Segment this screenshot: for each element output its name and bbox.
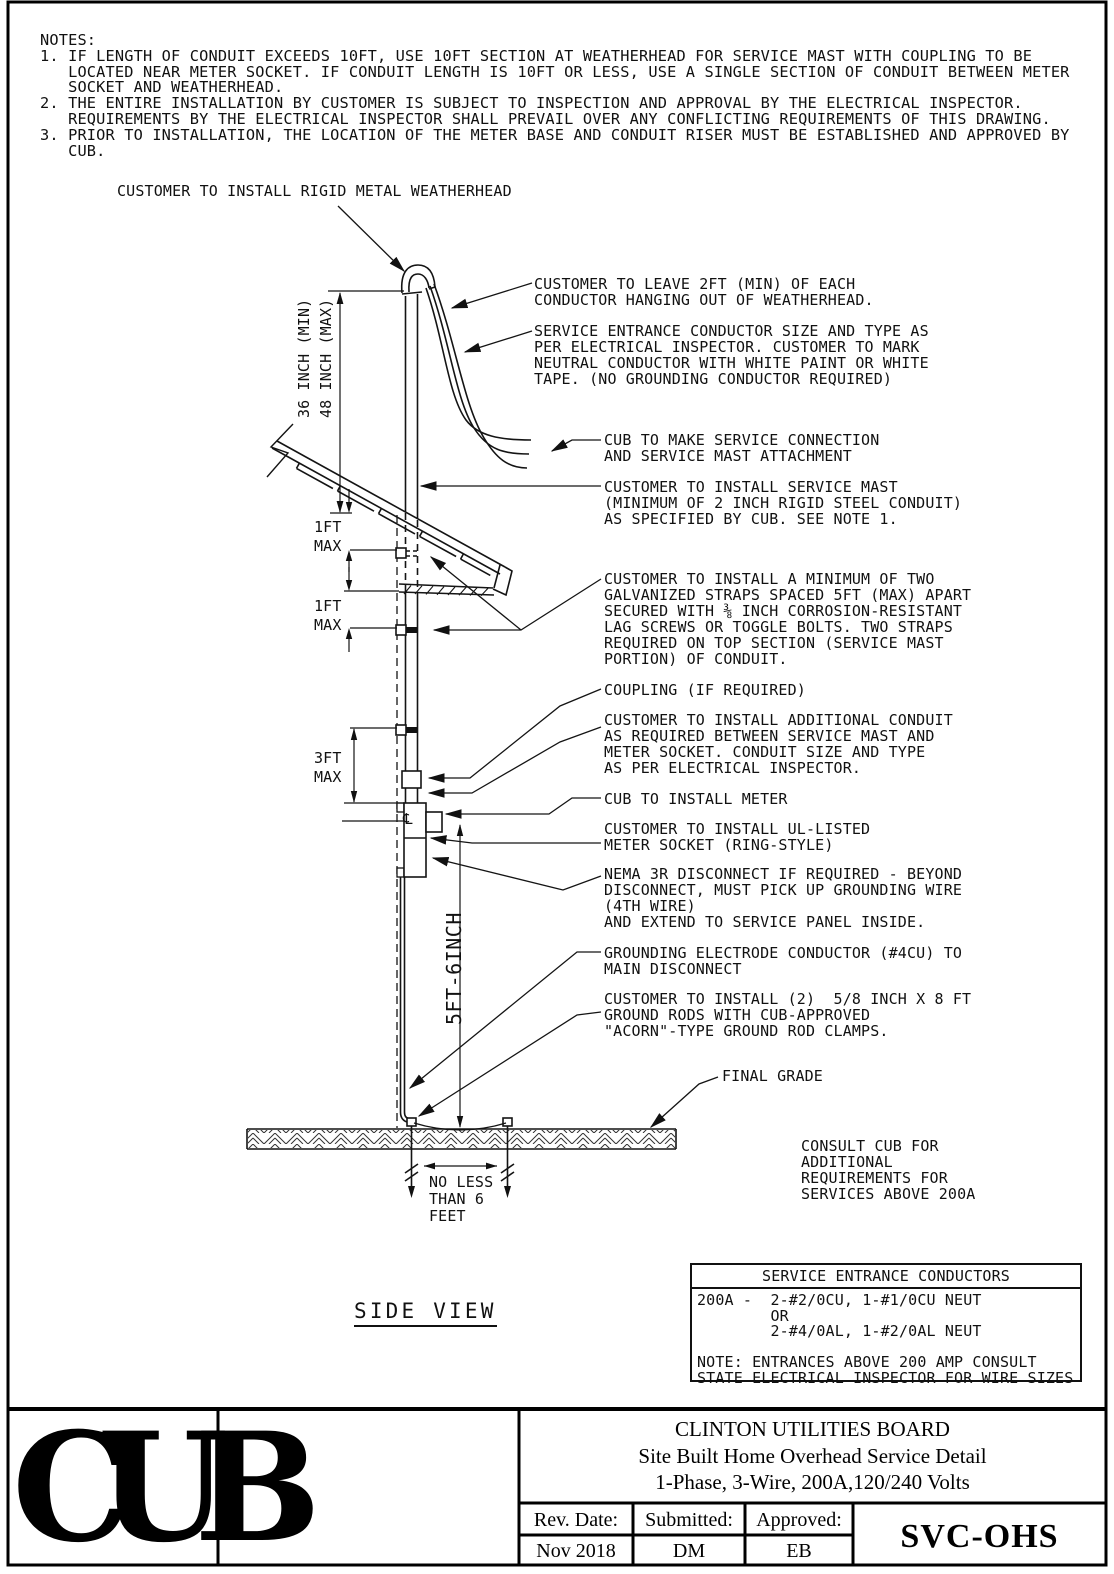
rev-date-value: Nov 2018 bbox=[536, 1540, 616, 1562]
leader-final-grade bbox=[649, 1076, 719, 1128]
leader-coupling bbox=[427, 688, 602, 783]
approved-label: Approved: bbox=[756, 1509, 842, 1531]
ground-rod-right bbox=[500, 1117, 515, 1198]
label-cub-meter: CUB TO INSTALL METER bbox=[604, 790, 788, 808]
label-straps: CUSTOMER TO INSTALL A MINIMUM OF TWO GAL… bbox=[604, 570, 972, 668]
leader-nema bbox=[431, 857, 602, 891]
meter-ring bbox=[425, 811, 443, 833]
label-weatherhead: CUSTOMER TO INSTALL RIGID METAL WEATHERH… bbox=[117, 182, 512, 200]
company-name: CLINTON UTILITIES BOARD bbox=[675, 1417, 950, 1441]
leader-cub-meter bbox=[444, 797, 601, 819]
rev-date-label: Rev. Date: bbox=[533, 1509, 619, 1531]
drawing-subtitle: 1-Phase, 3-Wire, 200A,120/240 Volts bbox=[655, 1470, 970, 1494]
final-grade-line bbox=[246, 1128, 677, 1150]
label-coupling: COUPLING (IF REQUIRED) bbox=[604, 681, 806, 699]
dim-3ft-max: 3FT MAX bbox=[314, 749, 342, 786]
view-title: SIDE VIEW bbox=[354, 1300, 497, 1327]
table-title: SERVICE ENTRANCE CONDUCTORS bbox=[692, 1265, 1080, 1289]
submitted-label: Submitted: bbox=[645, 1509, 733, 1531]
leader-meter-socket bbox=[429, 835, 601, 845]
coupling bbox=[401, 770, 422, 789]
dim-1ft-max-upper: 1FT MAX bbox=[314, 518, 342, 555]
leader-straps-b bbox=[429, 556, 522, 631]
notes-block: NOTES: 1. IF LENGTH OF CONDUIT EXCEEDS 1… bbox=[40, 31, 1070, 160]
leader-leave2ft bbox=[450, 282, 533, 309]
label-no-less-than-6ft: NO LESS THAN 6 FEET bbox=[429, 1173, 494, 1225]
submitted-value: DM bbox=[672, 1540, 706, 1562]
leader-weatherhead bbox=[337, 205, 406, 272]
service-entrance-table: SERVICE ENTRANCE CONDUCTORS 200A - 2-#2/… bbox=[690, 1263, 1082, 1386]
leader-cub-connection bbox=[550, 439, 601, 452]
label-grounding-electrode: GROUNDING ELECTRODE CONDUCTOR (#4CU) TO … bbox=[604, 944, 963, 978]
dimensions bbox=[328, 290, 497, 1170]
ground-rod-left bbox=[404, 1117, 419, 1198]
label-leave2ft: CUSTOMER TO LEAVE 2FT (MIN) OF EACH COND… bbox=[534, 275, 874, 309]
drawing-title: Site Built Home Overhead Service Detail bbox=[638, 1444, 987, 1468]
leader-additional-conduit bbox=[427, 726, 602, 798]
rod-bonding-wire bbox=[413, 1122, 507, 1131]
label-additional-conduit: CUSTOMER TO INSTALL ADDITIONAL CONDUIT A… bbox=[604, 711, 953, 777]
centerline-symbol-icon: ℄ bbox=[403, 810, 413, 828]
label-consult-cub: CONSULT CUB FOR ADDITIONAL REQUIREMENTS … bbox=[801, 1137, 976, 1203]
dim-1ft-max-lower: 1FT MAX bbox=[314, 597, 342, 634]
label-final-grade: FINAL GRADE bbox=[722, 1067, 823, 1085]
label-service-mast: CUSTOMER TO INSTALL SERVICE MAST (MINIMU… bbox=[604, 478, 963, 528]
label-nema-disconnect: NEMA 3R DISCONNECT IF REQUIRED - BEYOND … bbox=[604, 865, 963, 931]
roof bbox=[266, 423, 513, 597]
meter-socket bbox=[396, 802, 443, 878]
approved-value: EB bbox=[786, 1540, 812, 1562]
cub-logo: CUB bbox=[12, 1400, 321, 1574]
page-border bbox=[6, 0, 1108, 1567]
service-conductors bbox=[425, 283, 532, 469]
grounding-conductor-run bbox=[399, 877, 410, 1124]
service-mast bbox=[404, 294, 419, 803]
label-cub-connection: CUB TO MAKE SERVICE CONNECTION AND SERVI… bbox=[604, 431, 880, 465]
leader-grounding bbox=[408, 951, 601, 1089]
leader-service-entrance bbox=[463, 330, 533, 353]
label-service-entrance: SERVICE ENTRANCE CONDUCTOR SIZE AND TYPE… bbox=[534, 322, 929, 388]
dim-48-inch-max: 48 INCH (MAX) bbox=[317, 298, 335, 418]
label-meter-socket: CUSTOMER TO INSTALL UL-LISTED METER SOCK… bbox=[604, 820, 871, 854]
conduit-straps bbox=[395, 547, 417, 736]
drawing-number: SVC-OHS bbox=[900, 1518, 1059, 1555]
table-body: 200A - 2-#2/0CU, 1-#1/0CU NEUT OR 2-#4/0… bbox=[697, 1291, 1074, 1387]
dim-36-inch-min: 36 INCH (MIN) bbox=[295, 298, 313, 418]
title-block-grid bbox=[8, 1407, 1106, 1565]
label-ground-rods: CUSTOMER TO INSTALL (2) 5/8 INCH X 8 FT … bbox=[604, 990, 972, 1040]
dim-5ft-6inch: 5FT-6INCH bbox=[442, 912, 466, 1025]
leader-ground-rods bbox=[417, 1011, 602, 1117]
weatherhead bbox=[400, 264, 436, 295]
leader-lines bbox=[337, 205, 719, 1128]
